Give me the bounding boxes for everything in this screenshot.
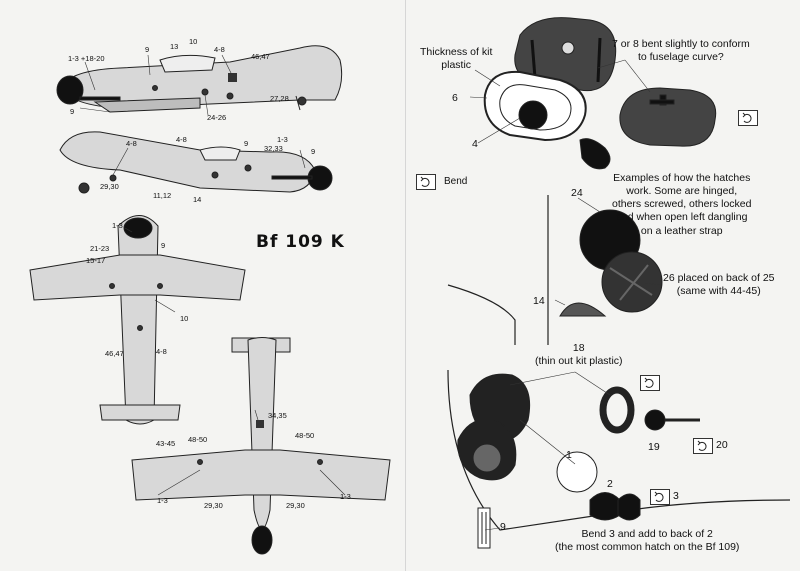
part-number-14: 14	[533, 295, 545, 307]
callout: 4-8	[214, 45, 225, 54]
aircraft-diagrams	[29, 45, 391, 555]
bottom-view	[131, 337, 391, 555]
bend-icon	[640, 375, 660, 391]
callout: 34,35	[268, 411, 287, 420]
callout: 4-8	[126, 139, 137, 148]
hatch-plate-upper	[514, 17, 617, 92]
callout: 46,47	[105, 349, 124, 358]
hatch-disc-2	[589, 492, 641, 521]
bend3-note: Bend 3 and add to back of 2 (the most co…	[555, 528, 740, 554]
callout: 1-3	[157, 496, 168, 505]
callout: 24-26	[207, 113, 227, 122]
callout: 27,28	[270, 94, 289, 103]
callout: 9	[70, 107, 75, 116]
callout: 48-50	[295, 431, 315, 440]
part-number-6: 6	[452, 92, 458, 104]
top-view	[29, 215, 246, 425]
callout: 1-3	[112, 221, 123, 230]
bend-legend-label: Bend	[444, 176, 468, 187]
bend-icon	[738, 110, 758, 126]
hatch-ring-18	[599, 386, 700, 434]
hatch-hinged	[447, 369, 791, 531]
callout: 29,30	[286, 501, 305, 510]
bend-icon	[693, 438, 713, 454]
callout: 1-3 +18-20	[68, 54, 105, 63]
part-number-24: 24	[571, 187, 583, 199]
fuselage-outline-mid	[447, 195, 549, 345]
callout: 43-45	[156, 439, 176, 448]
thickness-note: Thickness of kit plastic	[420, 46, 493, 72]
part-number-1: 1	[566, 449, 572, 461]
side-profile-lower	[59, 131, 333, 194]
part-number-3: 3	[673, 490, 679, 502]
latch-9	[477, 507, 491, 549]
bend-icon	[416, 174, 436, 190]
thin-note: 18 (thin out kit plastic)	[535, 342, 623, 368]
callout: 4-8	[176, 135, 187, 144]
callout: 13	[170, 42, 179, 51]
placed-note: 26 placed on back of 25 (same with 44-45…	[663, 272, 775, 298]
hatch-half-14	[559, 302, 607, 317]
part-number-2: 2	[607, 478, 613, 490]
part-number-19: 19	[648, 441, 660, 453]
callout: 9	[145, 45, 150, 54]
hatch-round-24	[579, 209, 663, 313]
callout: 29,30	[100, 182, 119, 191]
part-number-4: 4	[472, 138, 478, 150]
part-number-20: 20	[716, 439, 728, 451]
callout: 14	[193, 195, 202, 204]
side-profile-upper	[56, 45, 343, 113]
bend-icon	[650, 489, 670, 505]
examples-note: Examples of how the hatches work. Some a…	[612, 172, 752, 237]
callout: 10	[180, 314, 189, 323]
callout: 32,33	[264, 144, 283, 153]
callout: 9	[244, 139, 249, 148]
hatch-assembly-4	[483, 70, 611, 170]
page-fold	[405, 0, 406, 571]
hatch-diagrams	[447, 17, 791, 549]
bent-note: 7 or 8 bent slightly to conform to fusel…	[612, 38, 750, 64]
callout: 4-8	[156, 347, 167, 356]
sheet-title: Bf 109 K	[256, 232, 345, 252]
callout: 9	[161, 241, 166, 250]
callout: 1-3	[277, 135, 288, 144]
callout: 1-3	[340, 492, 351, 501]
callout: 21-23	[90, 244, 110, 253]
part-number-9: 9	[500, 521, 506, 533]
callout: 15-17	[86, 256, 106, 265]
hatch-disc-1	[556, 451, 598, 493]
callout: 11,12	[153, 191, 172, 200]
callout: 9	[311, 147, 316, 156]
callout: 10	[189, 37, 198, 46]
callout: 48-50	[188, 435, 208, 444]
callout: 46,47	[251, 52, 270, 61]
hatch-plate-oval	[619, 87, 717, 147]
callout: 29,30	[204, 501, 223, 510]
